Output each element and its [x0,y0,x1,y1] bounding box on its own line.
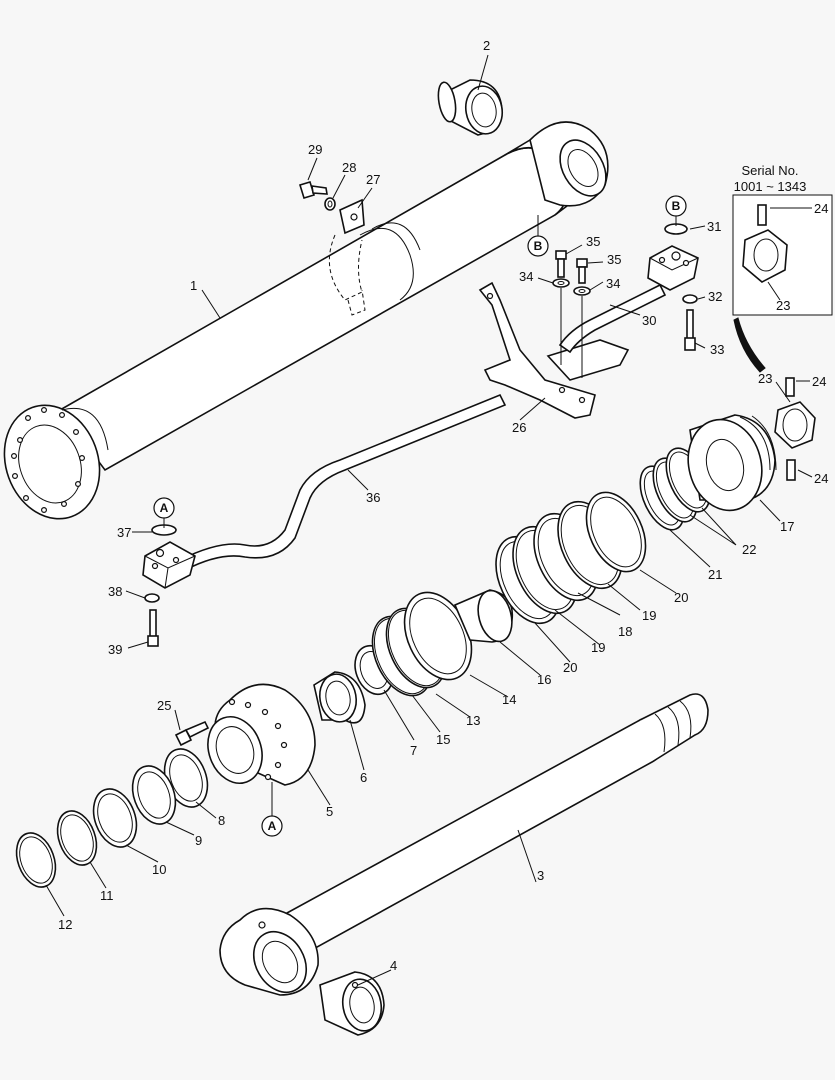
ring-9 [131,765,177,825]
label-32: 32 [708,289,722,304]
label-8: 8 [218,813,225,828]
serial-range: 1001 ~ 1343 [734,179,807,194]
label-35-b: 35 [607,252,621,267]
label-14: 14 [502,692,516,707]
bolt-35-left [555,250,567,278]
bracket-clamp [328,198,366,316]
label-20-b: 20 [674,590,688,605]
flange-block-a [142,541,196,589]
label-38: 38 [108,584,122,599]
label-33: 33 [710,342,724,357]
bushing-top [437,79,504,136]
label-28: 28 [342,160,356,175]
serial-inset [732,194,833,316]
ring-10 [92,788,138,848]
serial-caption: Serial No. 1001 ~ 1343 [734,163,807,194]
label-31: 31 [707,219,721,234]
label-11: 11 [100,888,114,903]
pipe-36 [178,393,507,572]
label-26: 26 [512,420,526,435]
ref-b2-text: B [672,199,681,213]
label-29: 29 [308,142,322,157]
washer-28 [324,197,336,211]
ref-circle-a2: A [261,815,283,837]
rod-cover [207,683,316,786]
label-36: 36 [366,490,380,505]
bolt-29 [298,181,328,199]
ref-circle-b2: B [665,195,687,217]
label-35-a: 35 [586,234,600,249]
ring-12 [15,832,57,888]
ref-circle-b1: B [527,235,549,257]
ref-a2-text: A [268,819,277,833]
label-10: 10 [152,862,166,877]
tube-clevis-eye [529,121,609,207]
serial-title: Serial No. [741,163,798,178]
label-15: 15 [436,732,450,747]
label-4: 4 [390,958,397,973]
sleeve-16 [453,589,514,643]
label-34-a: 34 [519,269,533,284]
set-screw-24-bottom [786,459,796,481]
label-30: 30 [642,313,656,328]
washer-34-left [552,278,570,288]
set-screw-24-top [785,377,795,397]
bushing-bottom [319,971,385,1036]
washer-32 [682,294,698,304]
ring-20-b [585,491,647,573]
ring-11 [56,810,98,866]
screw-25 [174,720,210,747]
label-1: 1 [190,278,197,293]
part-number-labels: 2 1 3 4 5 6 7 8 9 10 11 12 13 14 15 16 1… [58,38,828,973]
label-6: 6 [360,770,367,785]
ref-a1-text: A [160,501,169,515]
flange-block-b [647,245,699,291]
label-37: 37 [117,525,131,540]
label-20-a: 20 [563,660,577,675]
label-34-b: 34 [606,276,620,291]
label-23-a: 23 [776,298,790,313]
bolt-33 [684,309,696,351]
label-3: 3 [537,868,544,883]
pipe-30 [558,283,667,354]
piston-17 [687,414,777,512]
label-24-c: 24 [814,471,828,486]
label-12: 12 [58,917,72,932]
label-25: 25 [157,698,171,713]
label-24-a: 24 [814,201,828,216]
label-2: 2 [483,38,490,53]
label-21: 21 [708,567,722,582]
label-16: 16 [537,672,551,687]
ref-circle-a1: A [153,497,175,519]
washer-34-right [573,286,591,296]
leader-lines [45,54,813,986]
label-7: 7 [410,743,417,758]
washer-38 [144,593,160,603]
label-5: 5 [326,804,333,819]
label-13: 13 [466,713,480,728]
label-27: 27 [366,172,380,187]
piston-rod [219,693,709,996]
label-19-b: 19 [642,608,656,623]
label-19-a: 19 [591,640,605,655]
label-9: 9 [195,833,202,848]
bushing-6 [313,671,366,724]
label-22: 22 [742,542,756,557]
label-17: 17 [780,519,794,534]
bolt-35-right [576,258,588,284]
label-18: 18 [618,624,632,639]
ref-b1-text: B [534,239,543,253]
label-39: 39 [108,642,122,657]
bolt-39 [147,609,159,647]
label-23-b: 23 [758,371,772,386]
nut-23-main [774,401,816,449]
label-24-b: 24 [812,374,826,389]
